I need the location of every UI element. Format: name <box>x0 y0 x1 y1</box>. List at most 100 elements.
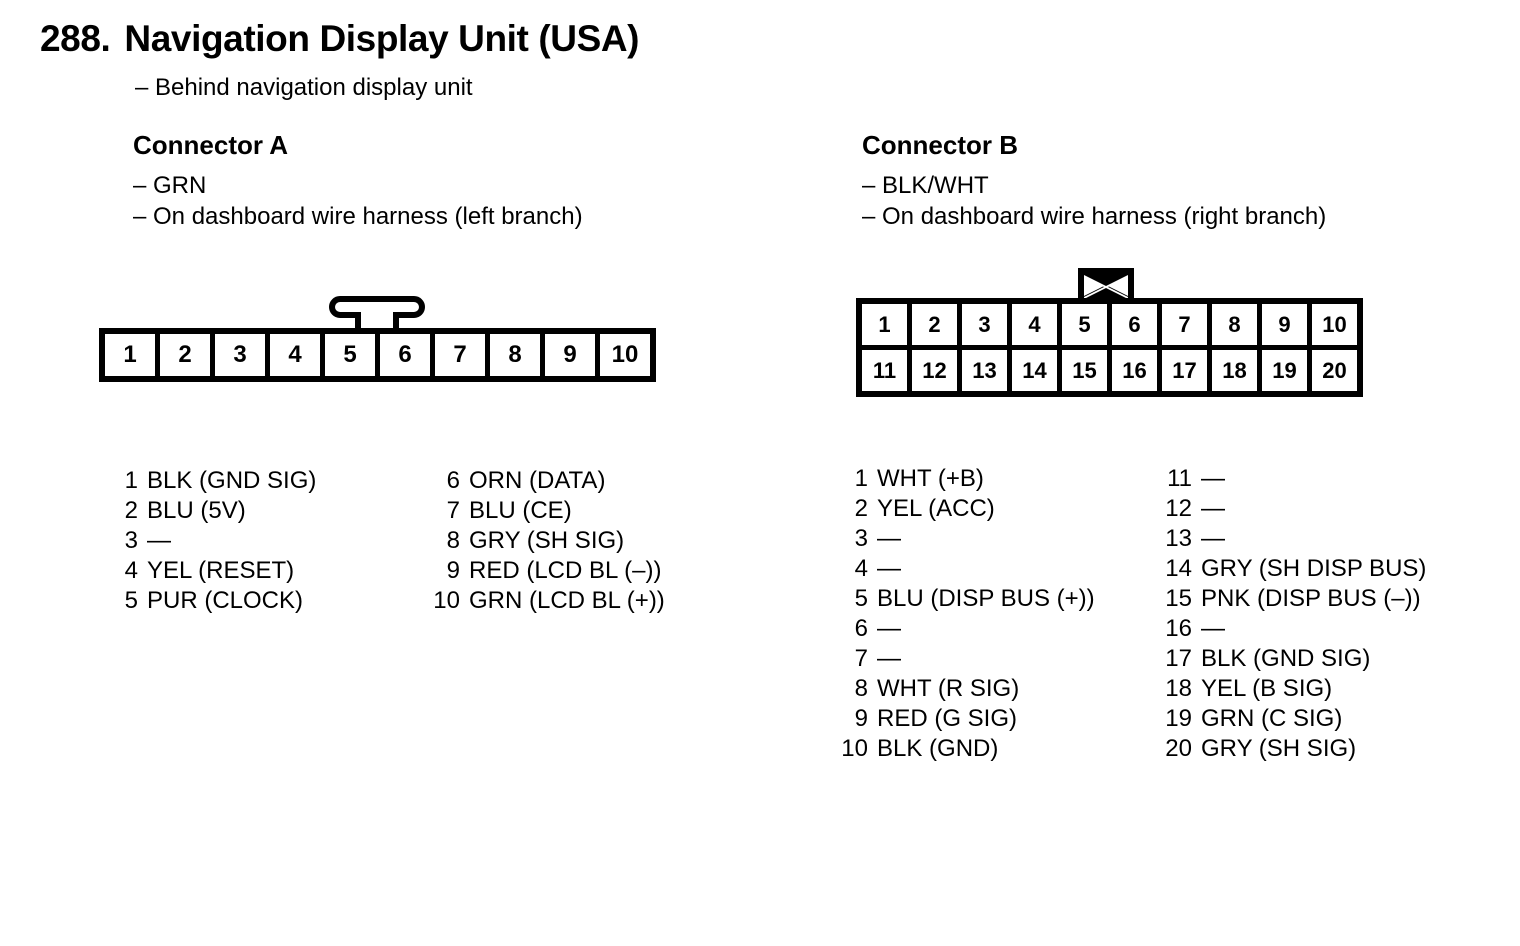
connector-a-pin-cell-10: 10 <box>600 334 650 376</box>
pin-description: PUR (CLOCK) <box>147 587 304 614</box>
connector-b-pin-cell-17: 17 <box>1162 350 1207 391</box>
pin-number: 7 <box>854 645 868 672</box>
connector-b-pin-cell-20: 20 <box>1312 350 1357 391</box>
connector-b-pin-entry-18: 18 YEL (B SIG) <box>1162 674 1426 704</box>
pin-description: BLK (GND) <box>877 735 999 762</box>
pin-number: 6 <box>446 467 460 494</box>
pin-number: 10 <box>433 587 460 614</box>
pin-number: 4 <box>124 557 138 584</box>
connector-a-pin-cell-4: 4 <box>270 334 320 376</box>
pin-number: 5 <box>854 585 868 612</box>
connector-b-pin-entry-14: 14 GRY (SH DISP BUS) <box>1162 554 1426 584</box>
connector-b-pin-entry-13: 13 — <box>1162 524 1426 554</box>
pin-description: BLK (GND SIG) <box>1201 645 1371 672</box>
connector-b-note-color: – BLK/WHT <box>862 172 989 199</box>
latch-stem-right <box>393 312 399 334</box>
pin-description: YEL (ACC) <box>877 495 995 522</box>
connector-b-pin-entry-8: 8 WHT (R SIG) <box>838 674 1095 704</box>
pin-number: 8 <box>854 675 868 702</box>
connector-b-pin-entry-16: 16 — <box>1162 614 1426 644</box>
pin-number: 9 <box>446 557 460 584</box>
pin-number: 2 <box>854 495 868 522</box>
connector-b-pin-entry-12: 12— <box>1162 494 1426 524</box>
page-subtitle: – Behind navigation display unit <box>135 74 473 101</box>
pin-description: — <box>877 555 901 582</box>
pin-number: 13 <box>1165 525 1192 552</box>
connector-b-pin-cell-5: 5 <box>1062 304 1107 345</box>
connector-b-pin-cell-3: 3 <box>962 304 1007 345</box>
pin-description: GRY (SH SIG) <box>1201 735 1357 762</box>
connector-a-pin-cell-3: 3 <box>215 334 265 376</box>
pin-number: 7 <box>446 497 460 524</box>
connector-b-pin-cell-14: 14 <box>1012 350 1057 391</box>
pin-description: WHT (+B) <box>877 465 984 492</box>
pin-description: GRN (C SIG) <box>1201 705 1343 732</box>
connector-a-pin-cell-7: 7 <box>435 334 485 376</box>
pin-number: 3 <box>124 527 138 554</box>
connector-a-note-location: – On dashboard wire harness (left branch… <box>133 202 583 230</box>
pin-number: 20 <box>1165 735 1192 762</box>
connector-b-pin-entry-4: 4— <box>838 554 1095 584</box>
connector-b-pin-entry-7: 7— <box>838 644 1095 674</box>
pin-number: 4 <box>854 555 868 582</box>
page-title-number: 288. <box>40 18 111 59</box>
pin-number: 11 <box>1167 465 1192 492</box>
connector-b-pin-cell-12: 12 <box>912 350 957 391</box>
pin-description: GRY (SH DISP BUS) <box>1201 555 1427 582</box>
pin-number: 1 <box>124 467 138 494</box>
pin-description: ORN (DATA) <box>469 467 606 494</box>
pin-description: — <box>1201 615 1225 642</box>
pin-number: 5 <box>124 587 138 614</box>
pin-description: GRN (LCD BL (+)) <box>469 587 665 614</box>
connector-a-pin-entry-6: 6 ORN (DATA) <box>430 466 665 496</box>
connector-b-pin-cell-8: 8 <box>1212 304 1257 345</box>
pin-number: 6 <box>854 615 868 642</box>
connector-b-heading: Connector B <box>862 130 1018 160</box>
pin-description: WHT (R SIG) <box>877 675 1020 702</box>
pin-description: BLU (5V) <box>147 497 246 524</box>
pin-description: YEL (B SIG) <box>1201 675 1333 702</box>
connector-a-pin-entry-9: 9 RED (LCD BL (–)) <box>430 556 665 586</box>
connector-a-pin-entry-5: 5 PUR (CLOCK) <box>108 586 316 616</box>
pin-description: BLU (CE) <box>469 497 572 524</box>
pin-description: PNK (DISP BUS (–)) <box>1201 585 1421 612</box>
connector-b-pin-cell-13: 13 <box>962 350 1007 391</box>
connector-b-pin-entry-6: 6— <box>838 614 1095 644</box>
pin-description: YEL (RESET) <box>147 557 295 584</box>
connector-b-pin-cell-2: 2 <box>912 304 957 345</box>
connector-b-pin-cell-10: 10 <box>1312 304 1357 345</box>
pin-description: RED (LCD BL (–)) <box>469 557 662 584</box>
pin-description: — <box>877 525 901 552</box>
pin-number: 8 <box>446 527 460 554</box>
pin-description: — <box>1201 525 1225 552</box>
pin-number: 2 <box>124 497 138 524</box>
connector-b-info: Connector B – BLK/WHT – On dashboard wir… <box>862 130 1326 232</box>
connector-b-pin-cell-9: 9 <box>1262 304 1307 345</box>
pin-number: 10 <box>841 735 868 762</box>
pin-number: 16 <box>1165 615 1192 642</box>
pin-number: 14 <box>1165 555 1192 582</box>
pin-description: BLK (GND SIG) <box>147 467 317 494</box>
pin-number: 18 <box>1165 675 1192 702</box>
connector-b-pin-cell-11: 11 <box>862 350 907 391</box>
connector-b-pin-cell-7: 7 <box>1162 304 1207 345</box>
connector-a-pin-cell-5: 5 <box>325 334 375 376</box>
page-title: 288.Navigation Display Unit (USA) <box>40 18 640 60</box>
pin-number: 9 <box>854 705 868 732</box>
connector-a-pin-cell-6: 6 <box>380 334 430 376</box>
connector-b-pin-cell-15: 15 <box>1062 350 1107 391</box>
